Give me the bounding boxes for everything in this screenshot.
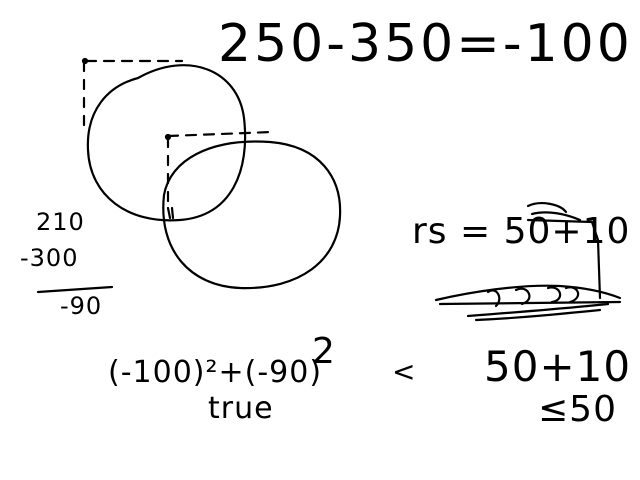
subtraction-line (36, 285, 114, 294)
circle-2-outline (162, 140, 342, 290)
center-2-dash-horizontal (166, 130, 274, 138)
top-equation-text: 250-350=-100 (218, 14, 633, 74)
subtraction-minuend: 210 (36, 208, 85, 236)
conclusion-text: ≤50 (538, 389, 617, 430)
center-1-dot (81, 57, 89, 65)
distance-squared-expression: (-100)²+(-90) (108, 355, 323, 390)
squared-marker: 2 (312, 331, 336, 372)
scribble-flat-bottom (466, 302, 610, 322)
rs-scribble (526, 202, 582, 222)
subtraction-subtrahend: -300 (20, 244, 79, 272)
scribble-loops (486, 286, 580, 308)
subtraction-result: -90 (60, 292, 103, 320)
scribble-flat-mid (438, 300, 622, 306)
inequality-rhs: 50+10 (484, 342, 632, 391)
intersection-tick (166, 206, 175, 220)
rs-bracket (526, 218, 602, 300)
radius-sum-label: rs = 50+10 (412, 211, 631, 252)
circle-1-outline (86, 64, 247, 222)
inequality-sign: < (392, 355, 417, 388)
verdict-text: true (208, 391, 274, 426)
center-2-dot (164, 133, 172, 141)
scribble-flat-top (434, 284, 622, 302)
